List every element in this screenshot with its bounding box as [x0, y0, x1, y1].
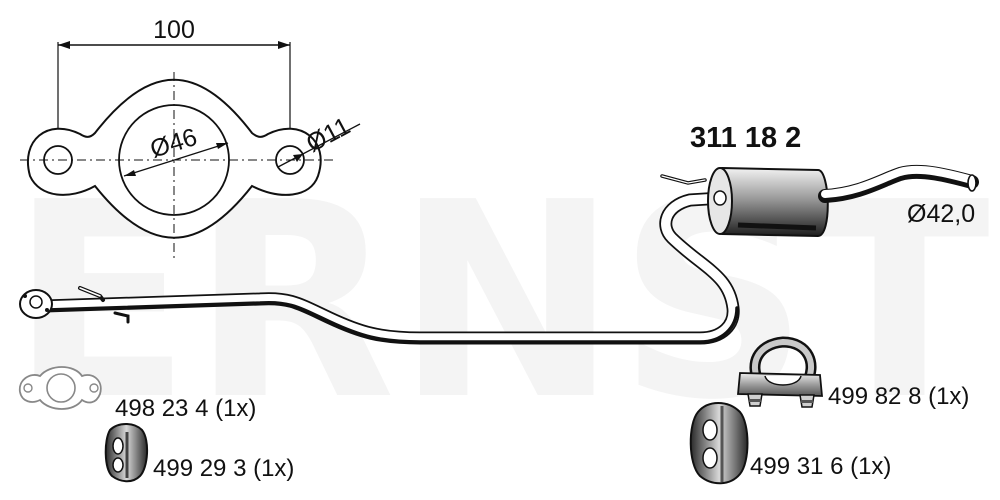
flange-width-label: 100 — [153, 16, 195, 44]
accessory-part-4: 499 31 6 (1x) — [750, 453, 891, 480]
rubber-hanger-right — [689, 402, 749, 485]
pipe-inlet-flange — [19, 289, 53, 319]
flange-drawing: 100 Ø46 Ø11 — [20, 16, 361, 262]
pipe-diameter-label: Ø42,0 — [907, 200, 975, 228]
muffler — [660, 166, 829, 238]
tailpipe-outlet — [967, 174, 977, 192]
accessory-part-1: 498 23 4 (1x) — [115, 395, 256, 422]
flange-outline — [27, 78, 322, 239]
gasket-part — [18, 366, 102, 410]
accessory-part-2: 499 29 3 (1x) — [153, 455, 294, 482]
pipe-clamp — [737, 336, 823, 408]
accessory-part-3: 499 82 8 (1x) — [828, 383, 969, 410]
main-part-number: 311 18 2 — [690, 122, 801, 154]
rubber-hanger-left — [104, 423, 148, 483]
exhaust-pipe — [19, 164, 979, 345]
